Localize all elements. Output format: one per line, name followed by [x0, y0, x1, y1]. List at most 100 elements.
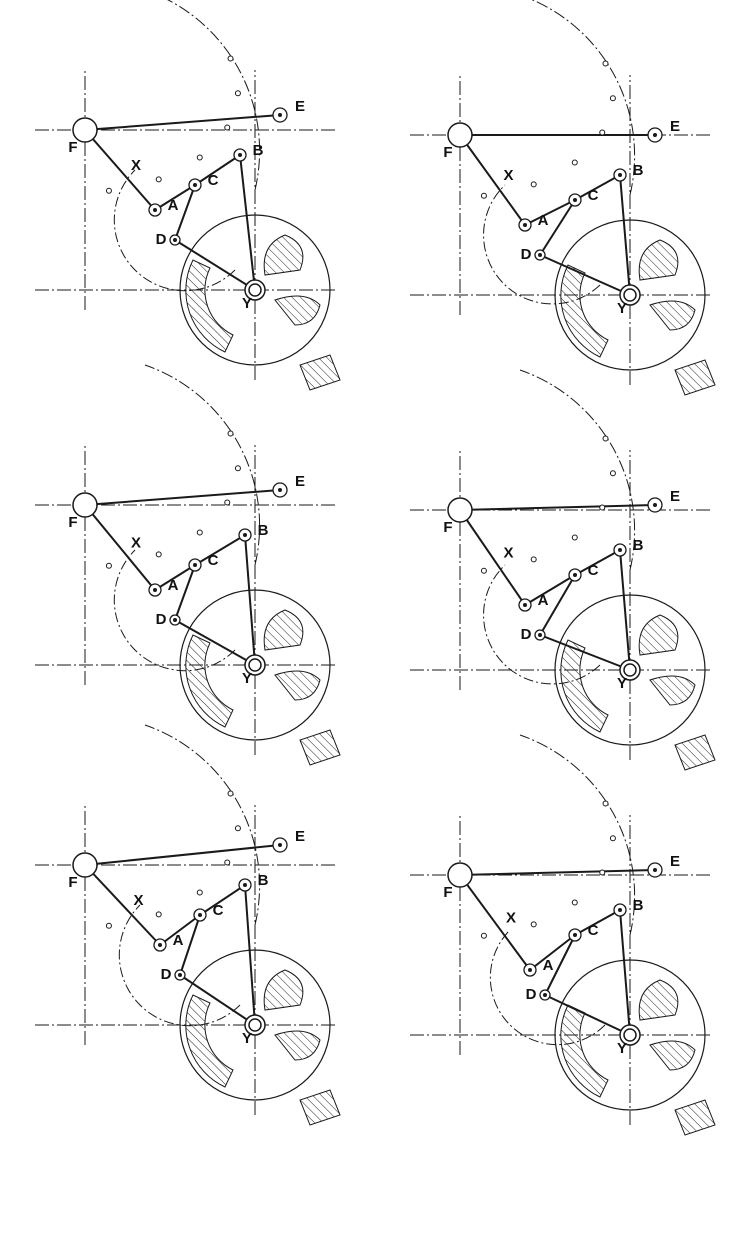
trace-dot [105, 187, 112, 194]
label-a: A [538, 592, 549, 609]
label-d: D [156, 611, 167, 628]
frame-hatch [674, 1099, 716, 1136]
label-d: D [156, 231, 167, 248]
trace-dot [530, 921, 537, 928]
link-cb [194, 534, 246, 566]
link-cb [194, 154, 241, 186]
label-f: F [68, 139, 77, 156]
label-y: Y [242, 1030, 252, 1047]
link-fe [459, 504, 656, 511]
label-y: Y [242, 670, 252, 687]
label-e: E [295, 98, 305, 115]
a-swing-arc [113, 169, 236, 292]
label-e: E [670, 488, 680, 505]
trace-dot [599, 129, 606, 136]
joint-a-pin [528, 968, 532, 972]
joint-d-pin [538, 253, 542, 257]
link-cb [574, 549, 621, 576]
joint-c-pin [573, 198, 577, 202]
joint-c-pin [573, 933, 577, 937]
trace-dot [602, 800, 609, 807]
e-swing-arc [519, 0, 636, 196]
pivot-f [447, 497, 473, 523]
label-b: B [633, 537, 644, 554]
cam-lobe-hatch [638, 614, 679, 656]
cam-lobe-hatch [274, 670, 321, 701]
joint-e-pin [278, 113, 282, 117]
label-a: A [168, 197, 179, 214]
e-swing-arc [144, 0, 261, 191]
link-fa [459, 134, 526, 226]
label-a: A [168, 577, 179, 594]
joint-e-pin [653, 133, 657, 137]
trace-dot [224, 859, 231, 866]
hub-y-inner [623, 288, 637, 302]
joint-c-pin [193, 183, 197, 187]
trace-dot [530, 181, 537, 188]
joint-a-pin [153, 208, 157, 212]
joint-e-pin [278, 488, 282, 492]
cam-lobe-hatch [263, 234, 304, 276]
trace-dot [480, 567, 487, 574]
label-x: X [131, 535, 141, 552]
link-yd [174, 239, 256, 291]
trace-dot [602, 435, 609, 442]
hub-y-inner [248, 658, 262, 672]
label-c: C [588, 922, 599, 939]
wheel-outline [554, 594, 706, 746]
link-fa [84, 504, 156, 591]
hub-y-inner [623, 663, 637, 677]
link-dc [174, 184, 196, 241]
trace-dot [224, 124, 231, 131]
cam-lobe-hatch [274, 295, 321, 326]
trace-dot [571, 534, 578, 541]
joint-e-pin [278, 843, 282, 847]
wheel-rim-hatch [560, 1004, 609, 1098]
joint-e-pin [653, 503, 657, 507]
label-b: B [258, 872, 269, 889]
label-f: F [443, 884, 452, 901]
trace-dot [530, 556, 537, 563]
joint-c-pin [198, 913, 202, 917]
link-dc [539, 199, 576, 256]
label-d: D [521, 626, 532, 643]
link-ac [159, 914, 201, 946]
trace-dot [234, 825, 241, 832]
wheel-rim-hatch [185, 994, 234, 1088]
trace-dot [196, 529, 203, 536]
a-swing-arc [483, 184, 601, 305]
trace-dot [609, 470, 616, 477]
label-y: Y [617, 300, 627, 317]
trace-dot [602, 60, 609, 67]
joint-b-pin [238, 153, 242, 157]
joint-a-pin [523, 603, 527, 607]
trace-dot [224, 499, 231, 506]
e-swing-arc [144, 724, 261, 926]
panels-group: YFXABCDEYFXABCDEYFXABCDEYFXABCDEYFXABCDE… [35, 0, 716, 1136]
trace-dot [234, 465, 241, 472]
link-yb [244, 884, 256, 1026]
link-fe [84, 489, 281, 506]
label-x: X [131, 157, 141, 174]
link-yb [619, 909, 631, 1036]
trace-dot [196, 154, 203, 161]
trace-dot [234, 90, 241, 97]
cam-lobe-hatch [649, 675, 696, 706]
label-a: A [543, 957, 554, 974]
link-yd [179, 974, 256, 1026]
label-f: F [68, 874, 77, 891]
joint-d-pin [538, 633, 542, 637]
pivot-f [72, 117, 98, 143]
joint-d-pin [543, 993, 547, 997]
link-fa [84, 864, 161, 946]
joint-d-pin [178, 973, 182, 977]
label-f: F [443, 519, 452, 536]
frame-hatch [299, 729, 341, 766]
trace-dot [196, 889, 203, 896]
trace-dot [155, 911, 162, 918]
label-e: E [670, 118, 680, 135]
label-x: X [503, 545, 513, 562]
link-ac [524, 199, 576, 226]
link-yb [239, 154, 256, 291]
